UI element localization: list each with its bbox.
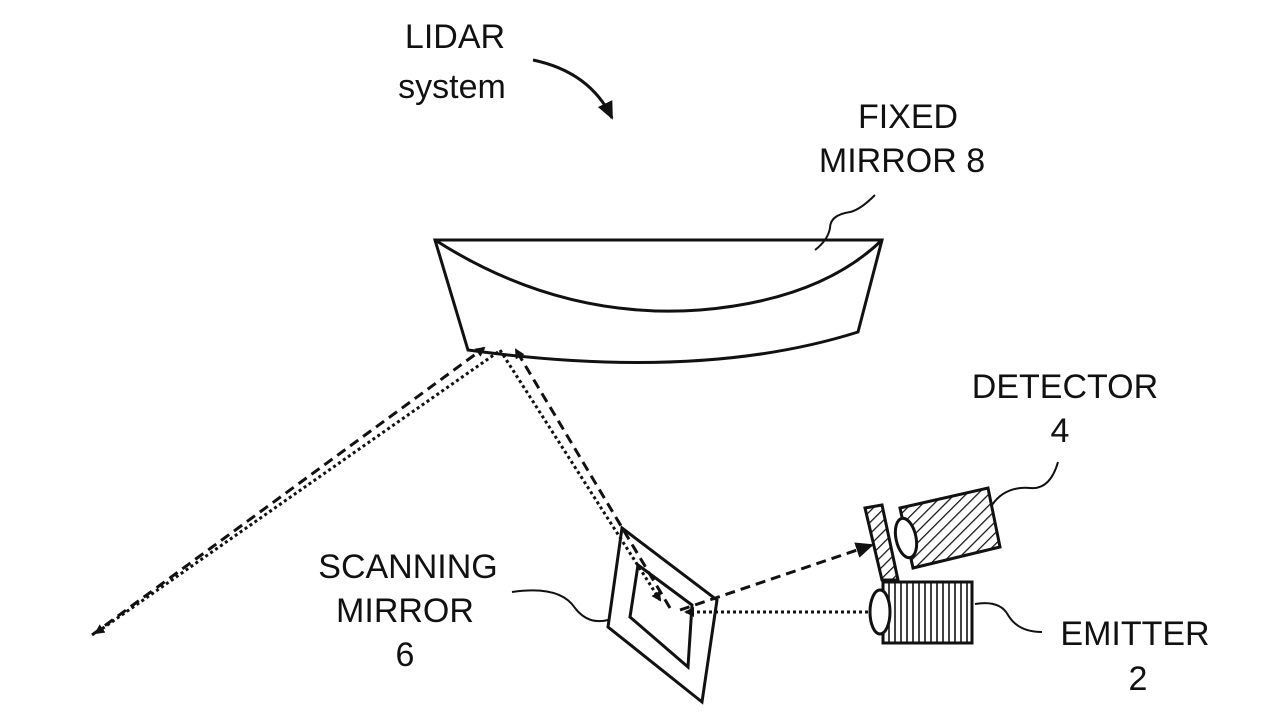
emitter-label-line1: EMITTER xyxy=(1060,615,1209,653)
emitter xyxy=(868,580,974,645)
emitter-label-line2: 2 xyxy=(1129,660,1148,698)
fixed-mirror xyxy=(432,238,884,364)
scanning-mirror-label-line3: 6 xyxy=(396,636,415,674)
detector-label-line2: 4 xyxy=(1051,412,1070,450)
emitter-leader xyxy=(974,602,1043,633)
title-pointer-arrow xyxy=(532,58,614,120)
light-beams xyxy=(91,346,874,637)
fixed-mirror-label-line1: FIXED xyxy=(858,98,958,136)
emitter-lens xyxy=(868,588,892,636)
detector-lens xyxy=(893,516,919,560)
fixed-mirror-label-line2: MIRROR 8 xyxy=(819,142,985,180)
detector-leader xyxy=(991,461,1059,506)
fixed-mirror-leader xyxy=(814,194,876,251)
beam-splitter xyxy=(863,503,900,582)
title-line2: system xyxy=(398,68,506,106)
scanning-mirror-leader xyxy=(511,589,609,623)
scanning-mirror xyxy=(606,525,719,705)
title-line1: LIDAR xyxy=(405,18,505,56)
scanning-mirror-label-line2: MIRROR xyxy=(336,592,474,630)
detector xyxy=(893,486,1002,570)
scanning-mirror-label-line1: SCANNING xyxy=(318,548,497,586)
detector-label-line1: DETECTOR xyxy=(972,368,1158,406)
